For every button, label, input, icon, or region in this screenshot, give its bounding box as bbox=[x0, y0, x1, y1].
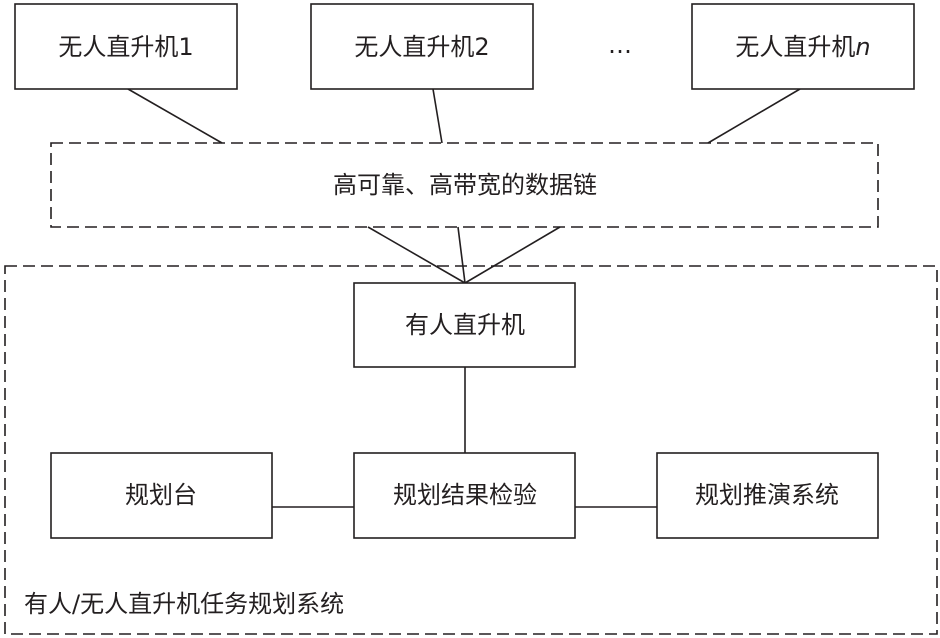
edge-datalink-manned-right bbox=[464, 226, 561, 284]
edge-datalink-manned-center bbox=[457, 226, 466, 284]
datalink-label: 高可靠、高带宽的数据链 bbox=[333, 171, 597, 199]
edge-uavn-datalink bbox=[707, 88, 801, 144]
planning-console-label: 规划台 bbox=[125, 481, 197, 509]
uav1-label: 无人直升机1 bbox=[58, 33, 193, 61]
uavn-label: 无人直升机n bbox=[735, 33, 870, 61]
uav1-box bbox=[14, 3, 238, 90]
system-label: 有人/无人直升机任务规划系统 bbox=[24, 590, 344, 618]
deduction-system-box bbox=[656, 452, 879, 539]
uavn-label-prefix: 无人直升机 bbox=[735, 33, 855, 61]
uav2-label: 无人直升机2 bbox=[354, 33, 489, 61]
edge-uav1-datalink bbox=[127, 88, 223, 144]
uavn-box bbox=[691, 3, 915, 90]
result-check-box bbox=[353, 452, 576, 539]
deduction-system-label: 规划推演系统 bbox=[695, 481, 839, 509]
edge-uav2-datalink bbox=[432, 88, 443, 144]
planning-console-box bbox=[50, 452, 273, 539]
uavn-label-suffix: n bbox=[855, 33, 870, 61]
datalink-band bbox=[50, 142, 879, 228]
uav-ellipsis: … bbox=[608, 31, 632, 59]
manned-helicopter-box bbox=[353, 282, 576, 368]
system-boundary bbox=[4, 265, 938, 635]
edge-datalink-manned-left bbox=[367, 226, 466, 284]
uav2-box bbox=[310, 3, 534, 90]
result-check-label: 规划结果检验 bbox=[393, 481, 537, 509]
manned-helicopter-label: 有人直升机 bbox=[405, 311, 525, 339]
